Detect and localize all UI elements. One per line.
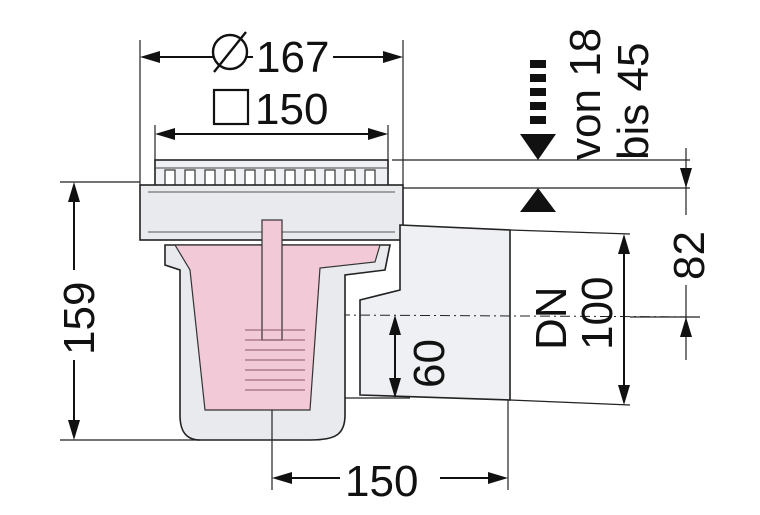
range-line-1: von 18 — [561, 28, 610, 160]
odour-trap-insert — [173, 219, 381, 411]
range-line-2: bis 45 — [609, 43, 658, 160]
arrow-down-icon — [618, 385, 630, 405]
dim-60-label: 60 — [405, 339, 454, 388]
dim-159-label: 159 — [55, 282, 104, 355]
arrow-down-icon — [68, 420, 80, 440]
outlet-pipe — [339, 224, 701, 406]
arrow-right-icon — [368, 128, 388, 140]
arrow-left-icon — [272, 472, 292, 484]
arrow-up-icon — [680, 317, 692, 337]
arrow-up-icon — [389, 315, 401, 335]
arrow-down-icon — [389, 378, 401, 398]
arrow-up-icon — [520, 188, 556, 212]
dim-82-label: 82 — [665, 231, 714, 280]
arrow-left-icon — [155, 128, 175, 140]
dim-150-top-label: 150 — [255, 85, 328, 134]
arrow-left-icon — [140, 51, 160, 63]
dn-value: 100 — [573, 277, 622, 350]
grate — [154, 159, 389, 189]
dn-label: DN — [527, 286, 576, 350]
arrow-down-icon — [680, 168, 692, 188]
arrow-right-icon — [488, 472, 508, 484]
arrow-down-icon — [520, 134, 556, 160]
dim-150-bottom-label: 150 — [345, 457, 418, 506]
height-adjust-arrows — [392, 60, 690, 212]
square-icon — [212, 88, 250, 126]
dim-167-label: 167 — [256, 33, 329, 82]
arrow-up-icon — [68, 182, 80, 202]
diameter-icon — [211, 31, 249, 73]
arrow-up-icon — [618, 234, 630, 254]
arrow-right-icon — [383, 51, 403, 63]
